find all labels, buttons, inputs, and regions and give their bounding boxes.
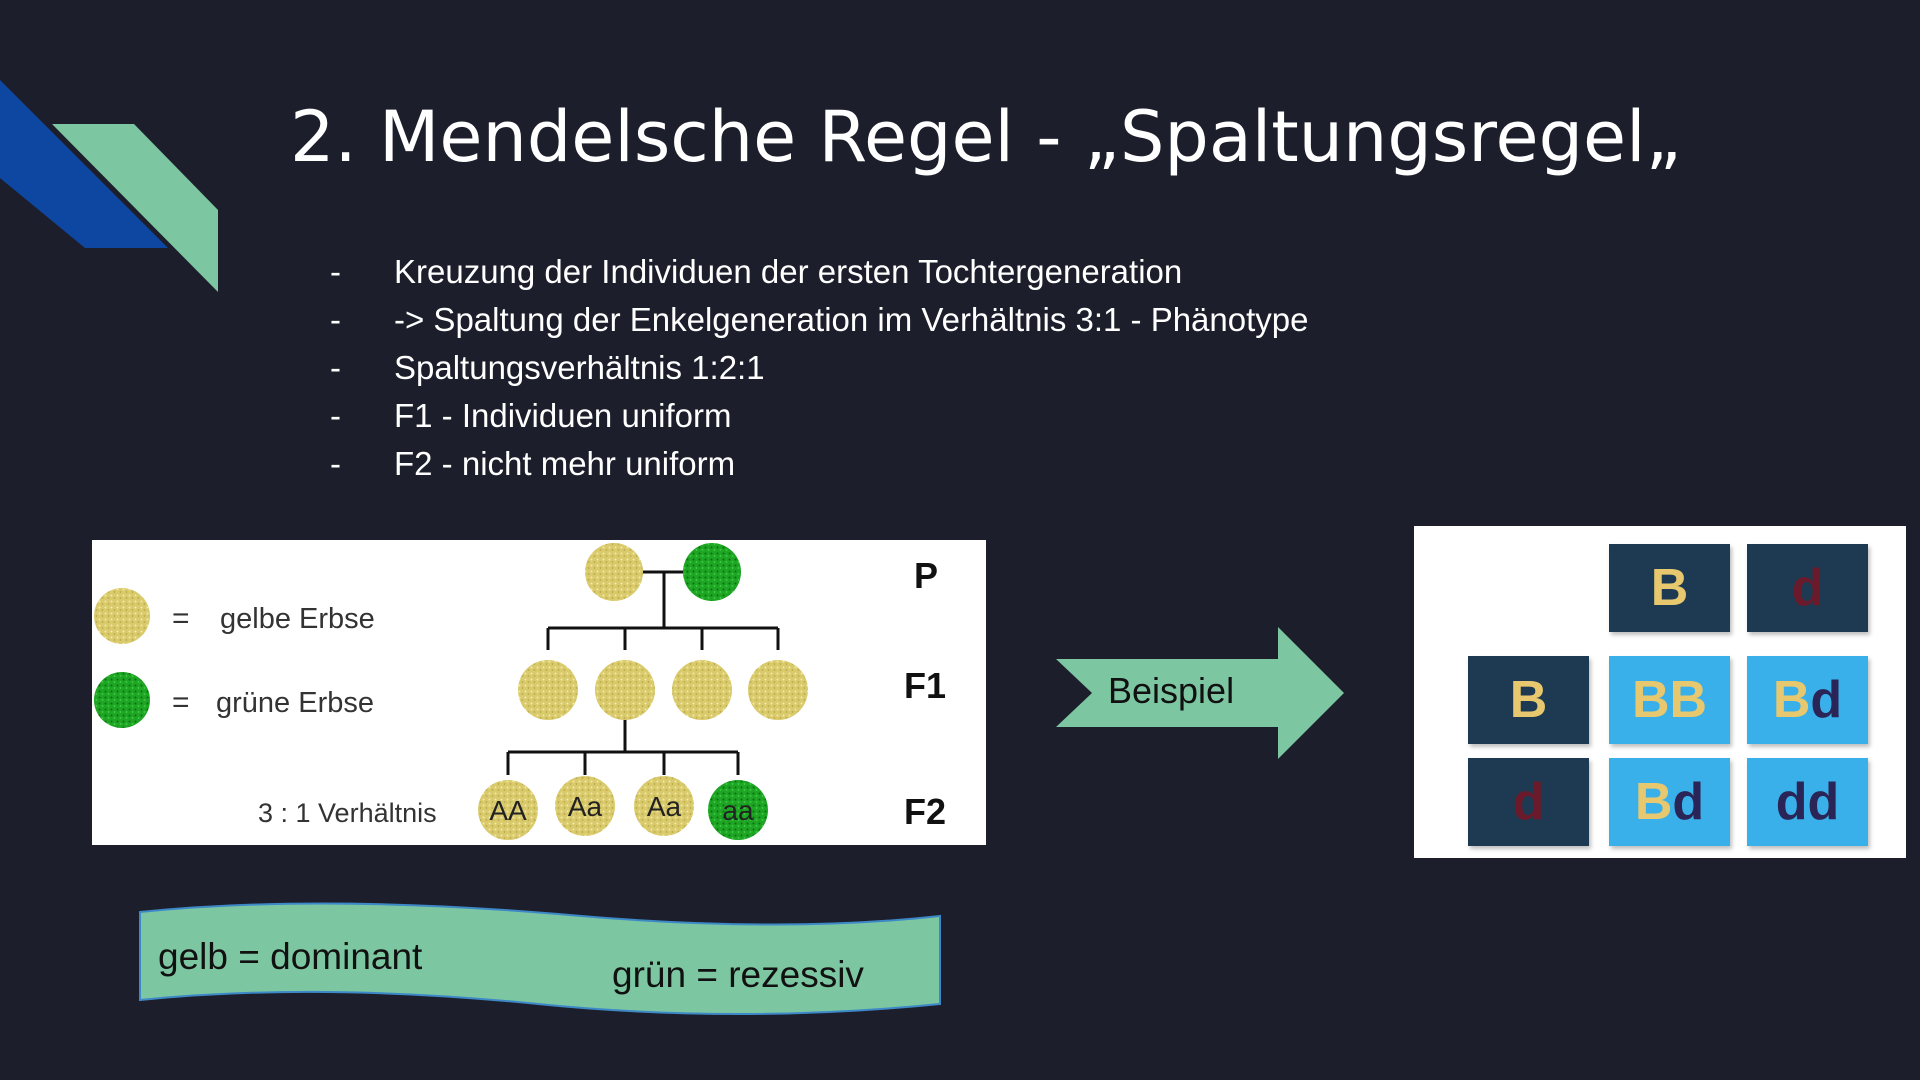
f2-yellow-pea: [634, 776, 694, 836]
bullet-text: -> Spaltung der Enkelgeneration im Verhä…: [394, 301, 1309, 338]
punnett-header-col: d: [1747, 544, 1868, 632]
punnett-header-row: B: [1468, 656, 1589, 744]
bullet-item: - F2 - nicht mehr uniform: [330, 440, 1309, 488]
legend-equals: =: [172, 686, 190, 719]
banner-dominant-label: gelb = dominant: [158, 936, 423, 977]
bullet-text: F2 - nicht mehr uniform: [394, 445, 736, 482]
banner-recessive-label: grün = rezessiv: [612, 954, 864, 995]
corner-decoration: [0, 80, 218, 292]
punnett-header-col: B: [1609, 544, 1730, 632]
bullet-item: - Kreuzung der Individuen der ersten Toch…: [330, 248, 1309, 296]
f2-genotype-label: Aa: [568, 791, 603, 822]
parent-yellow-pea: [585, 543, 643, 601]
legend-green-label: grüne Erbse: [216, 687, 374, 719]
legend-green-pea-icon: [94, 672, 150, 728]
legend-equals: =: [172, 602, 190, 635]
ratio-label: 3 : 1 Verhältnis: [258, 798, 437, 828]
allele-letter: B: [1772, 671, 1811, 729]
punnett-cell-dd: dd: [1747, 758, 1868, 846]
arrow-shape: [1056, 627, 1344, 759]
allele-letter: B: [1634, 773, 1673, 831]
bullet-marker: -: [330, 445, 341, 482]
banner-shape: [139, 902, 941, 1015]
generation-label-f2: F2: [904, 791, 946, 832]
slide-title: 2. Mendelsche Regel - „Spaltungsregel„: [290, 96, 1682, 178]
dominance-banner: [139, 902, 941, 1015]
bullet-item: - -> Spaltung der Enkelgeneration im Verh…: [330, 296, 1309, 344]
bullet-marker: -: [330, 397, 341, 434]
allele-letter: d: [1672, 773, 1705, 831]
generation-label-p: P: [914, 555, 938, 596]
bullet-text: Spaltungsverhältnis 1:2:1: [394, 349, 765, 386]
corner-blue-stripe: [0, 80, 168, 248]
arrow-label: Beispiel: [1108, 670, 1235, 711]
legend-yellow-label: gelbe Erbse: [220, 603, 375, 635]
punnett-header-row: d: [1468, 758, 1589, 846]
bullet-text: F1 - Individuen uniform: [394, 397, 732, 434]
f2-genotype-label: AA: [489, 795, 527, 826]
beispiel-arrow: [1056, 627, 1344, 759]
f2-yellow-pea: [555, 776, 615, 836]
f2-green-pea: [708, 780, 768, 840]
f1-yellow-pea: [518, 660, 578, 720]
f1-yellow-pea: [672, 660, 732, 720]
f2-genotype-label: aa: [722, 795, 754, 826]
bullet-list: - Kreuzung der Individuen der ersten Toch…: [330, 248, 1309, 488]
legend-yellow-pea-icon: [94, 588, 150, 644]
generation-label-f1: F1: [904, 665, 946, 706]
bullet-item: - Spaltungsverhältnis 1:2:1: [330, 344, 1309, 392]
f1-yellow-pea: [595, 660, 655, 720]
f1-yellow-pea: [748, 660, 808, 720]
pea-diagram-svg: = gelbe Erbse = grüne Erbse: [94, 543, 946, 840]
punnett-cell-bb: BB: [1609, 656, 1730, 744]
f2-genotype-label: Aa: [647, 791, 682, 822]
bullet-marker: -: [330, 349, 341, 386]
allele-letter: d: [1810, 671, 1843, 729]
f2-yellow-pea: [478, 780, 538, 840]
bullet-text: Kreuzung der Individuen der ersten Tocht…: [394, 253, 1183, 290]
bullet-marker: -: [330, 253, 341, 290]
bullet-marker: -: [330, 301, 341, 338]
pea-inheritance-diagram: = gelbe Erbse = grüne Erbse: [92, 540, 986, 845]
bullet-item: - F1 - Individuen uniform: [330, 392, 1309, 440]
corner-green-stripe: [52, 124, 218, 292]
parent-green-pea: [683, 543, 741, 601]
